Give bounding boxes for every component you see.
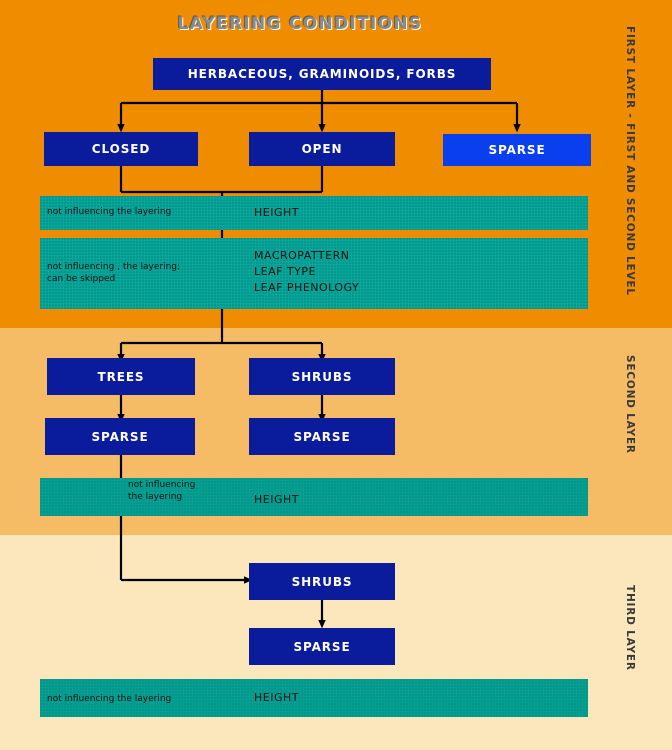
diagram-title: LAYERING CONDITIONS [177, 14, 423, 34]
panel-1-attributes: HEIGHT [254, 206, 299, 219]
box-sparse-shrubs-second-layer[interactable]: SPARSE [249, 418, 395, 455]
panel-height-third-layer [40, 679, 588, 717]
layer-label-third: THIRD LAYER [624, 585, 636, 671]
box-shrubs-third-layer[interactable]: SHRUBS [249, 563, 395, 600]
panel-3-attributes: HEIGHT [254, 493, 299, 506]
panel-1-note: not influencing the layering [47, 207, 172, 217]
panel-4-attributes: HEIGHT [254, 691, 299, 704]
panel-3-note: not influencing the layering [128, 480, 196, 502]
box-sparse-trees[interactable]: SPARSE [45, 418, 195, 455]
panel-2-attributes: MACROPATTERN LEAF TYPE LEAF PHENOLOGY [254, 249, 360, 294]
box-trees[interactable]: TREES [47, 358, 195, 395]
panel-macropattern-leaf [40, 238, 588, 309]
panel-height-second-layer [40, 478, 588, 516]
layer-label-first: FIRST LAYER - FIRST AND SECOND LEVEL [624, 26, 636, 296]
box-sparse-third-layer[interactable]: SPARSE [249, 628, 395, 665]
box-herbaceous-graminoids-forbs[interactable]: HERBACEOUS, GRAMINOIDS, FORBS [153, 58, 491, 90]
box-closed[interactable]: CLOSED [44, 132, 198, 166]
panel-2-note: not influencing , the layering; can be s… [47, 262, 181, 284]
box-sparse-first-layer[interactable]: SPARSE [443, 134, 591, 166]
panel-4-note: not influencing the layering [47, 694, 172, 704]
panel-height-first-level [40, 196, 588, 230]
layer-label-second: SECOND LAYER [624, 355, 636, 454]
box-open[interactable]: OPEN [249, 132, 395, 166]
box-shrubs-second-layer[interactable]: SHRUBS [249, 358, 395, 395]
